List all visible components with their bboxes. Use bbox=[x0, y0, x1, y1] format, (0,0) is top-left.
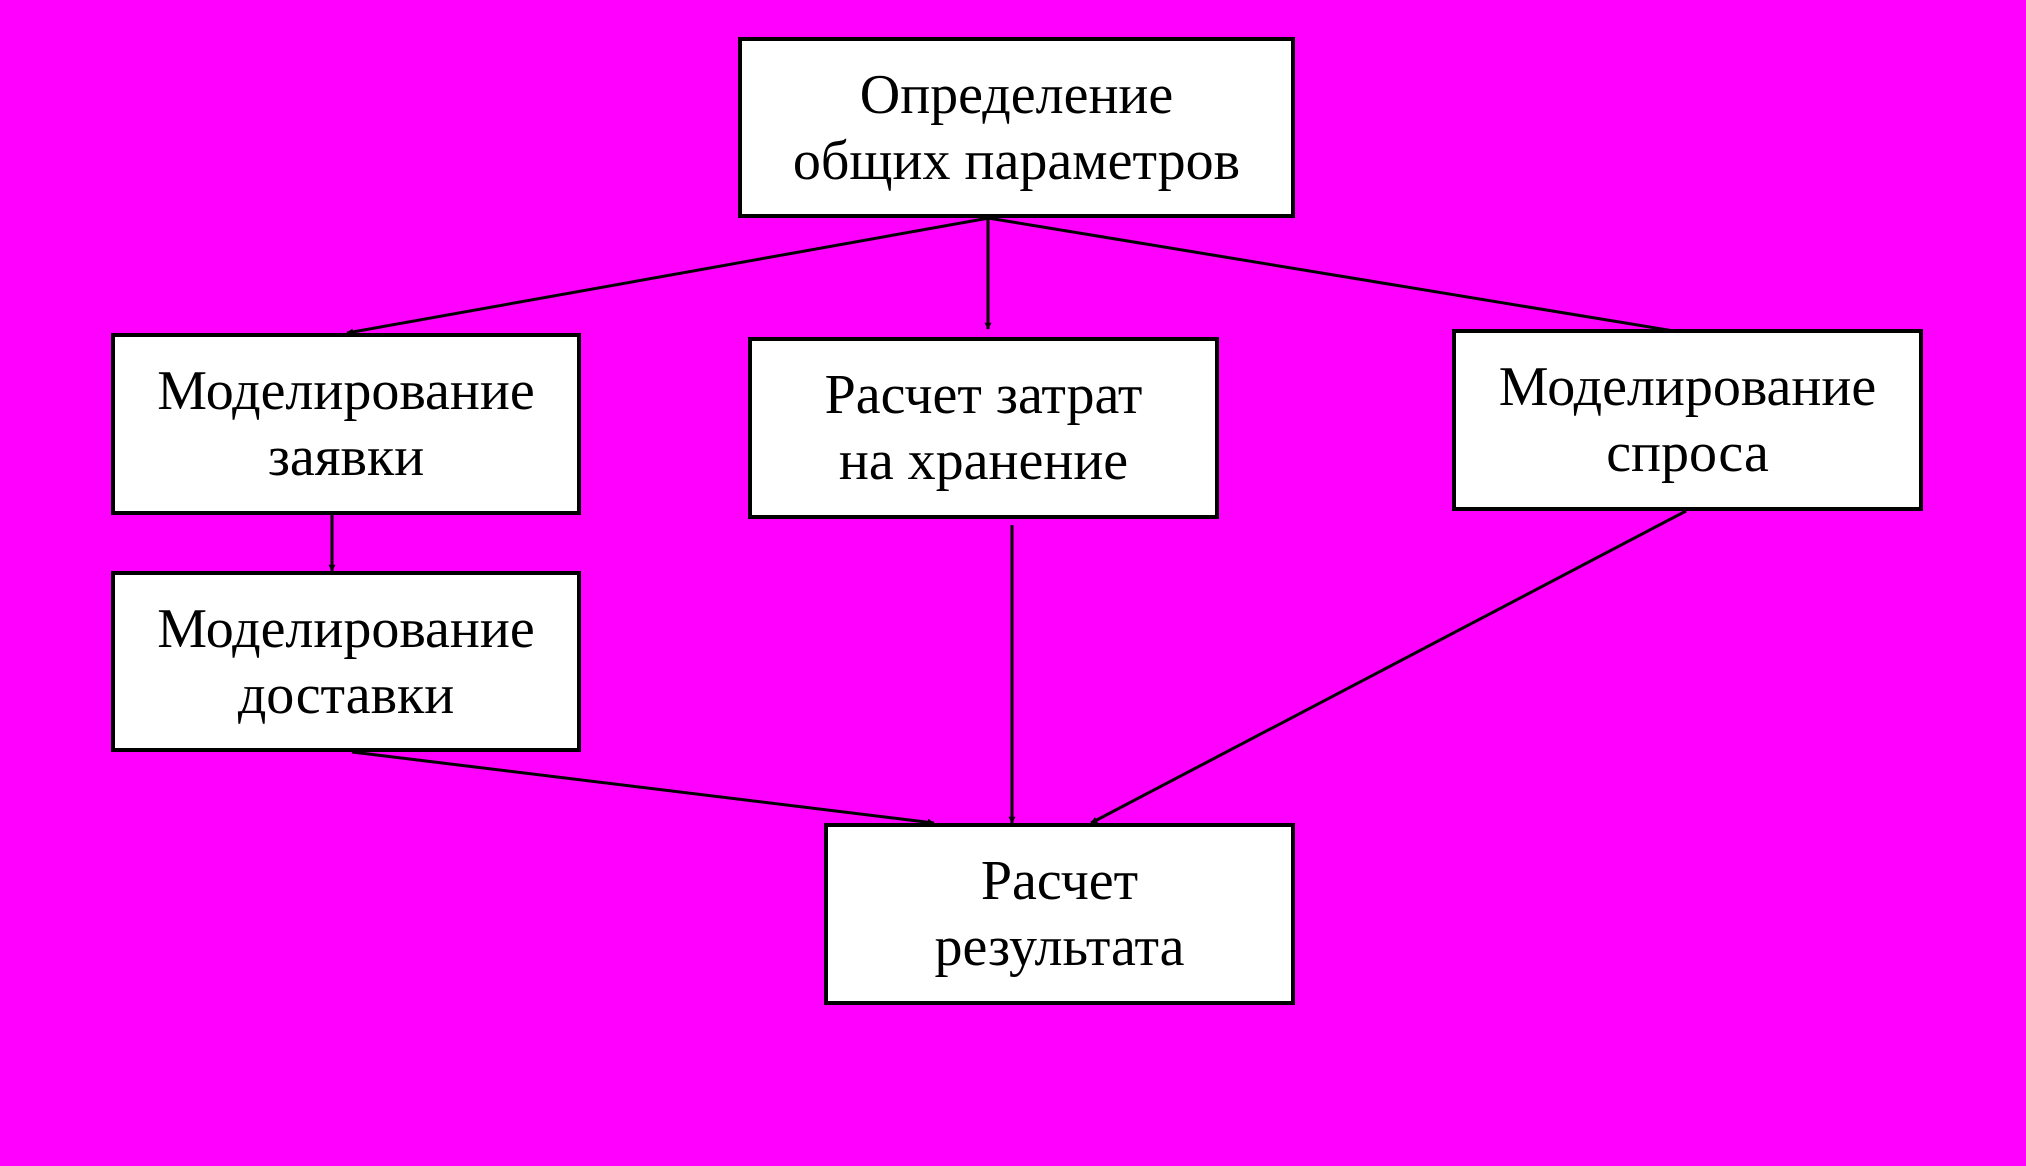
node-text-line-1: Расчет затрат bbox=[824, 364, 1143, 426]
node-demand-modeling: Моделирование спроса bbox=[1452, 329, 1923, 511]
node-storage-cost-calculation: Расчет затрат на хранение bbox=[748, 337, 1219, 519]
node-text-line-1: Моделирование bbox=[157, 360, 535, 422]
node-define-general-parameters: Определение общих параметров bbox=[738, 37, 1295, 218]
arrow-general-parameters-to-order-modeling bbox=[346, 216, 990, 336]
node-text-line-1: Моделирование bbox=[157, 597, 535, 660]
node-delivery-modeling: Моделирование доставки bbox=[111, 571, 581, 752]
node-text-line-2: результата bbox=[934, 916, 1185, 978]
node-result-calculation: Расчет результата bbox=[824, 823, 1295, 1005]
node-text-line-2: заявки bbox=[267, 426, 425, 488]
arrow-demand-modeling-to-result-calculation bbox=[1090, 509, 1687, 825]
node-text-line-1: Определение bbox=[859, 63, 1174, 126]
node-order-modeling: Моделирование заявки bbox=[111, 333, 581, 515]
node-text-line-1: Моделирование bbox=[1498, 356, 1877, 418]
arrow-general-parameters-to-demand-modeling bbox=[987, 216, 1687, 336]
node-text-line-2: общих параметров bbox=[792, 129, 1241, 192]
arrows-layer bbox=[328, 216, 1687, 826]
node-text-line-1: Расчет bbox=[980, 850, 1139, 912]
arrow-delivery-modeling-to-result-calculation bbox=[351, 750, 935, 826]
node-text-line-2: доставки bbox=[237, 663, 455, 726]
node-text-line-2: спроса bbox=[1606, 422, 1769, 484]
node-text-line-2: на хранение bbox=[838, 430, 1129, 492]
